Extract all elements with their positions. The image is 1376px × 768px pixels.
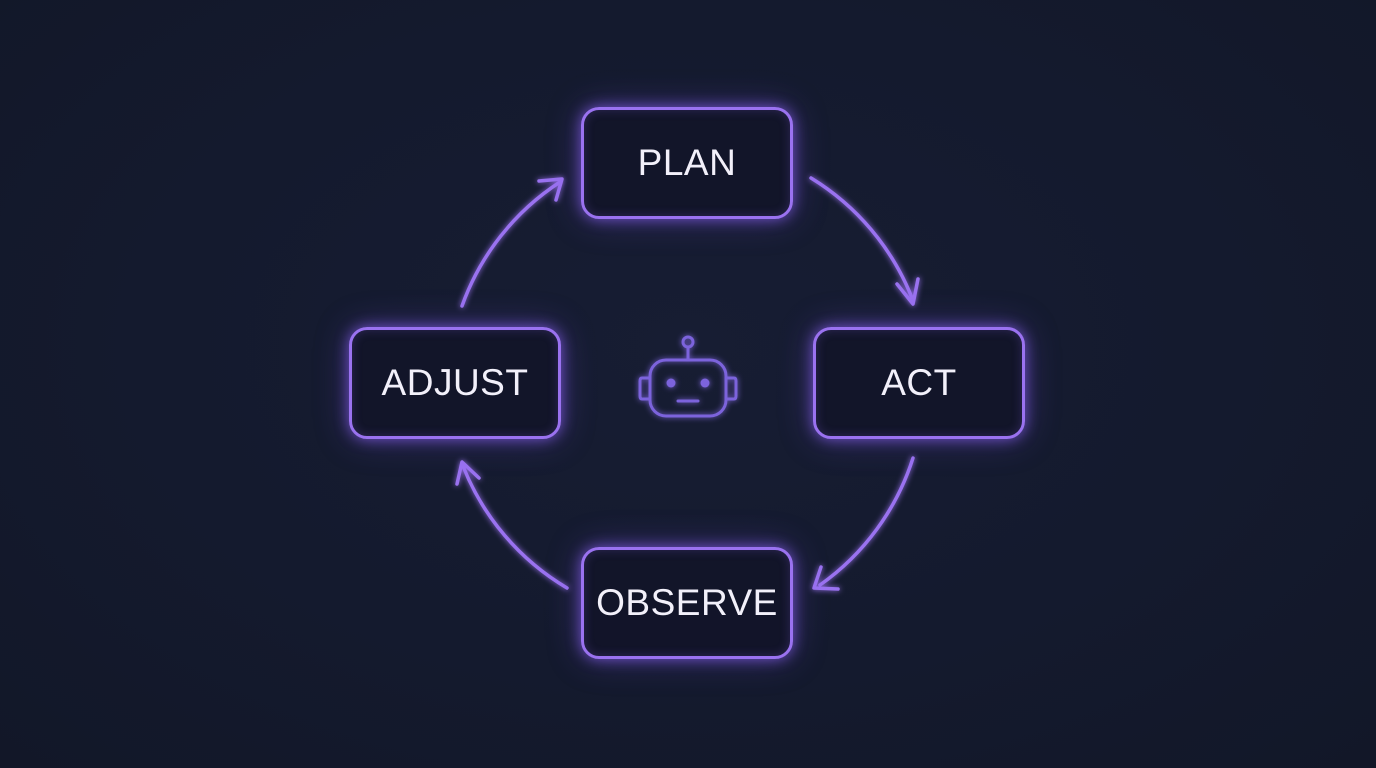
stage-act-label: ACT bbox=[881, 362, 957, 403]
stage-adjust-node: ADJUST bbox=[349, 327, 561, 439]
stage-plan-label: PLAN bbox=[637, 142, 737, 183]
stage-plan-node: PLAN bbox=[581, 107, 793, 219]
arrow-act-to-observe bbox=[812, 456, 915, 591]
arrow-observe-to-adjust bbox=[455, 460, 569, 590]
stage-observe-label: OBSERVE bbox=[596, 582, 778, 623]
stage-observe-node: OBSERVE bbox=[581, 547, 793, 659]
arrow-adjust-to-plan bbox=[460, 177, 564, 308]
arrow-plan-to-act bbox=[809, 176, 920, 306]
robot-icon bbox=[638, 335, 738, 418]
stage-adjust-label: ADJUST bbox=[381, 362, 529, 403]
stage-act-node: ACT bbox=[813, 327, 1025, 439]
